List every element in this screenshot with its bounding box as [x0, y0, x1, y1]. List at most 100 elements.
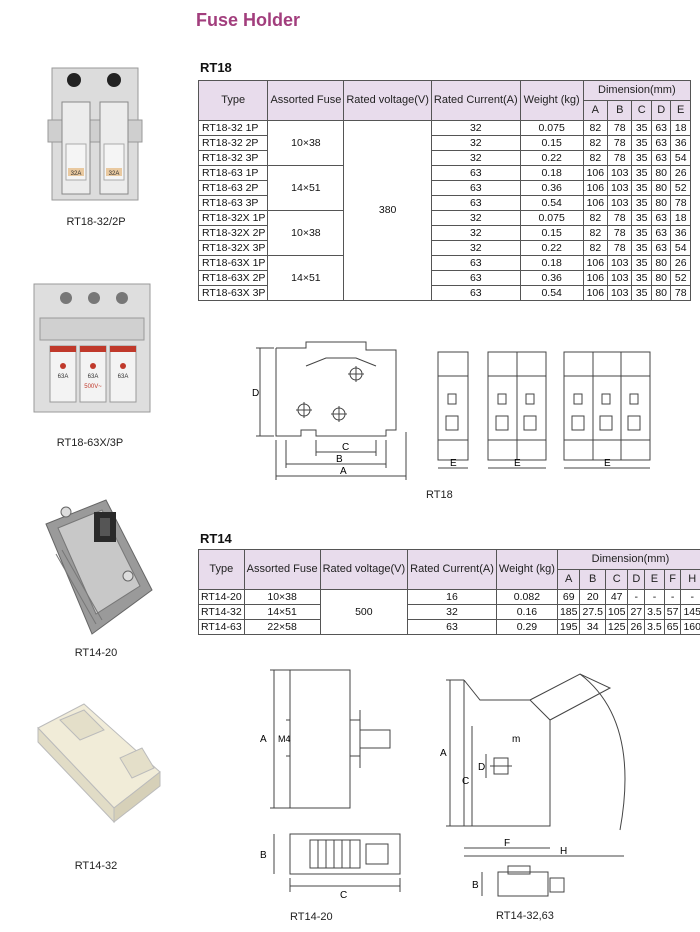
rt14-32-dim-label-c: C [462, 776, 469, 787]
rt14-20-photo [45, 499, 153, 635]
rt18-dim-label-b: B [336, 454, 343, 465]
rt18-dim-a-cell: 82 [582, 240, 609, 256]
rt18-dim-c-cell: 35 [631, 180, 652, 196]
rt14-fuse-cell: 10×38 [243, 589, 321, 605]
rt14-current-cell: 16 [407, 589, 497, 605]
rt18-dim-a-cell: 82 [582, 225, 609, 241]
rt14-dim-c-cell: 47 [604, 589, 629, 605]
rt18-header-dim-a: A [582, 100, 609, 121]
photo-63a-label-1: 63A [58, 374, 69, 380]
rt18-dim-a-cell: 82 [582, 210, 609, 226]
rt18-header-type: Type [197, 80, 269, 121]
rt14-dim-f-cell: 65 [663, 619, 682, 635]
rt18-dim-d-cell: 80 [650, 255, 672, 271]
rt18-dim-b-cell: 78 [607, 225, 633, 241]
rt14-weight-cell: 0.16 [495, 604, 558, 620]
rt14-header-dimension: Dimension(mm) [556, 549, 700, 570]
rt18-type-cell: RT18-32 3P [197, 150, 269, 166]
rt18-dim-c-cell: 35 [631, 120, 652, 136]
rt18-dim-e-cell: 36 [670, 135, 691, 151]
rt18-dim-label-d: D [252, 388, 259, 399]
rt18-dim-a-cell: 82 [582, 120, 609, 136]
rt18-dim-b-cell: 103 [607, 270, 633, 286]
rt14-dim-a-cell: 185 [556, 604, 581, 620]
rt14-header-rated-voltage: Rated voltage(V) [319, 549, 409, 590]
rt14-dim-h-cell: 145 [680, 604, 700, 620]
rt14-32-diagram-caption: RT14-32,63 [496, 910, 554, 922]
rt18-diagram-caption: RT18 [426, 489, 453, 501]
photo-caption-rt18-63x-3p: RT18-63X/3P [56, 437, 124, 449]
rt18-current-cell: 32 [430, 135, 521, 151]
rt18-dim-c-cell: 35 [631, 270, 652, 286]
rt18-dim-c-cell: 35 [631, 225, 652, 241]
rt18-dim-e-cell: 18 [670, 120, 691, 136]
rt18-dim-c-cell: 35 [631, 255, 652, 271]
rt14-header-rated-current: Rated Current(A) [407, 549, 497, 590]
rt18-dim-b-cell: 78 [607, 120, 633, 136]
rt18-dim-d-cell: 80 [650, 195, 672, 211]
rt14-32-dim-label-f: F [504, 838, 510, 849]
page-title: Fuse Holder [196, 10, 301, 30]
rt18-dim-b-cell: 103 [607, 285, 633, 301]
rt14-20-dim-label-c: C [340, 890, 347, 901]
rt14-dim-b-cell: 27.5 [579, 604, 606, 620]
rt18-dim-label-e-3p: E [604, 458, 611, 469]
rt18-weight-cell: 0.18 [519, 165, 584, 181]
rt14-20-dim-label-m4: M4 [278, 734, 291, 744]
rt18-dim-e-cell: 52 [670, 270, 691, 286]
rt14-32-photo [37, 703, 161, 824]
rt18-type-cell: RT18-32X 2P [197, 225, 269, 241]
rt18-current-cell: 63 [430, 285, 521, 301]
rt18-dim-e-cell: 54 [670, 240, 691, 256]
rt18-dim-d-cell: 80 [650, 165, 672, 181]
rt18-dim-d-cell: 63 [650, 240, 672, 256]
rt18-dim-b-cell: 103 [607, 195, 633, 211]
rt18-dim-d-cell: 80 [650, 285, 672, 301]
rt14-32-dim-label-a: A [440, 748, 447, 759]
rt18-weight-cell: 0.075 [519, 120, 584, 136]
rt18-weight-cell: 0.54 [519, 285, 584, 301]
rt18-current-cell: 32 [430, 225, 521, 241]
rt18-header-dim-c: C [631, 100, 652, 121]
rt14-32-dim-label-b: B [472, 880, 479, 891]
rt14-header-dim-h: H [680, 569, 700, 590]
rt18-weight-cell: 0.18 [519, 255, 584, 271]
rt18-weight-cell: 0.22 [519, 150, 584, 166]
rt18-dim-a-cell: 82 [582, 150, 609, 166]
rt18-dim-d-cell: 63 [650, 225, 672, 241]
rt18-weight-cell: 0.15 [519, 135, 584, 151]
rt18-dim-a-cell: 106 [582, 270, 609, 286]
rt14-dim-a-cell: 69 [556, 589, 581, 605]
rt18-dim-label-e-1p: E [450, 458, 457, 469]
rt14-header-assorted-fuse: Assorted Fuse [243, 549, 321, 590]
rt18-dim-b-cell: 103 [607, 255, 633, 271]
rt14-section-title: RT14 [200, 531, 232, 546]
photo-63a-label-3: 63A [118, 374, 129, 380]
rt18-fuse-cell: 14×51 [267, 255, 345, 301]
rt18-spec-table: Type Assorted Fuse Rated voltage(V) Rate… [197, 80, 692, 301]
rt14-spec-table: Type Assorted Fuse Rated voltage(V) Rate… [198, 549, 700, 635]
rt18-current-cell: 32 [430, 240, 521, 256]
rt14-dim-a-cell: 195 [556, 619, 581, 635]
rt18-header-dimension: Dimension(mm) [582, 80, 692, 101]
rt18-type-cell: RT18-32X 3P [197, 240, 269, 256]
rt18-header-dim-d: D [650, 100, 672, 121]
rt14-header-dim-f: F [663, 569, 682, 590]
rt14-header-dim-e: E [644, 569, 665, 590]
rt18-dimension-drawing: D C B A E E E [252, 341, 651, 480]
rt14-20-diagram-caption: RT14-20 [290, 911, 333, 923]
rt18-dim-d-cell: 63 [650, 135, 672, 151]
rt18-current-cell: 32 [430, 120, 521, 136]
rt18-weight-cell: 0.54 [519, 195, 584, 211]
rt14-dim-h-cell: - [680, 589, 700, 605]
rt18-fuse-cell: 10×38 [267, 120, 345, 166]
